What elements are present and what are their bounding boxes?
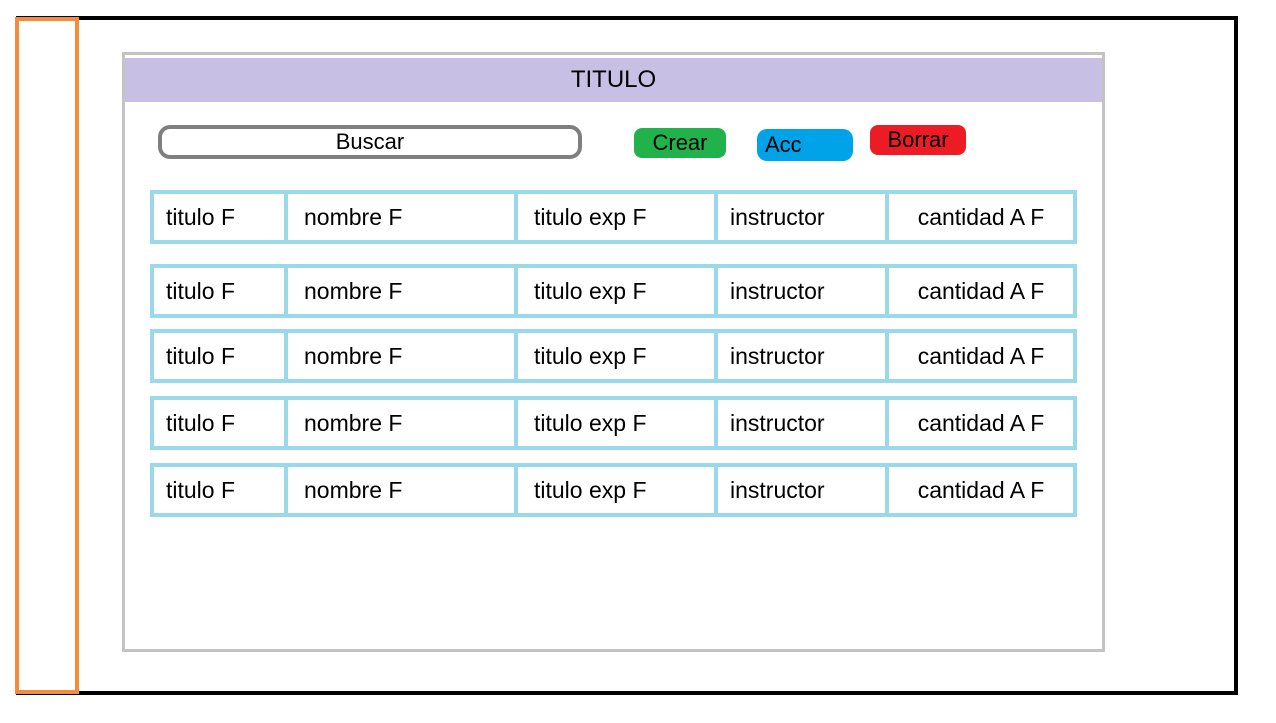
table-row[interactable]: titulo F nombre F titulo exp F instructo…	[150, 190, 1077, 244]
table-row[interactable]: titulo F nombre F titulo exp F instructo…	[150, 264, 1077, 318]
main-panel: TITULO Buscar Crear Acc Borrar titulo F …	[122, 52, 1105, 652]
cell-titulo-exp: titulo exp F	[518, 268, 718, 314]
cell-cantidad: cantidad A F	[917, 342, 1045, 369]
create-button[interactable]: Crear	[634, 128, 726, 158]
cell-titulo: titulo F	[154, 400, 288, 446]
cell-nombre: nombre F	[288, 268, 518, 314]
cell-nombre: nombre F	[288, 467, 518, 513]
acc-button[interactable]: Acc	[757, 129, 853, 161]
cell-nombre: nombre F	[288, 333, 518, 379]
cell-cantidad: cantidad A F	[917, 476, 1045, 503]
cell-titulo: titulo F	[154, 333, 288, 379]
window-frame	[16, 16, 1238, 695]
sidebar	[15, 17, 79, 694]
cell-instructor: instructor	[718, 268, 889, 314]
cell-instructor: instructor	[718, 467, 889, 513]
cell-cantidad: cantidad A F	[917, 277, 1045, 304]
cell-titulo: titulo F	[154, 194, 288, 240]
table-row[interactable]: titulo F nombre F titulo exp F instructo…	[150, 396, 1077, 450]
table-row[interactable]: titulo F nombre F titulo exp F instructo…	[150, 329, 1077, 383]
page-title: TITULO	[125, 58, 1102, 102]
cell-titulo-exp: titulo exp F	[518, 400, 718, 446]
delete-button[interactable]: Borrar	[870, 125, 966, 155]
cell-instructor: instructor	[718, 194, 889, 240]
cell-titulo-exp: titulo exp F	[518, 467, 718, 513]
cell-cantidad: cantidad A F	[917, 409, 1045, 436]
cell-titulo: titulo F	[154, 268, 288, 314]
cell-instructor: instructor	[718, 400, 889, 446]
cell-titulo-exp: titulo exp F	[518, 333, 718, 379]
cell-titulo: titulo F	[154, 467, 288, 513]
cell-cantidad: cantidad A F	[917, 203, 1045, 230]
cell-nombre: nombre F	[288, 400, 518, 446]
search-input[interactable]: Buscar	[158, 125, 582, 159]
cell-instructor: instructor	[718, 333, 889, 379]
cell-nombre: nombre F	[288, 194, 518, 240]
cell-titulo-exp: titulo exp F	[518, 194, 718, 240]
table-row[interactable]: titulo F nombre F titulo exp F instructo…	[150, 463, 1077, 517]
